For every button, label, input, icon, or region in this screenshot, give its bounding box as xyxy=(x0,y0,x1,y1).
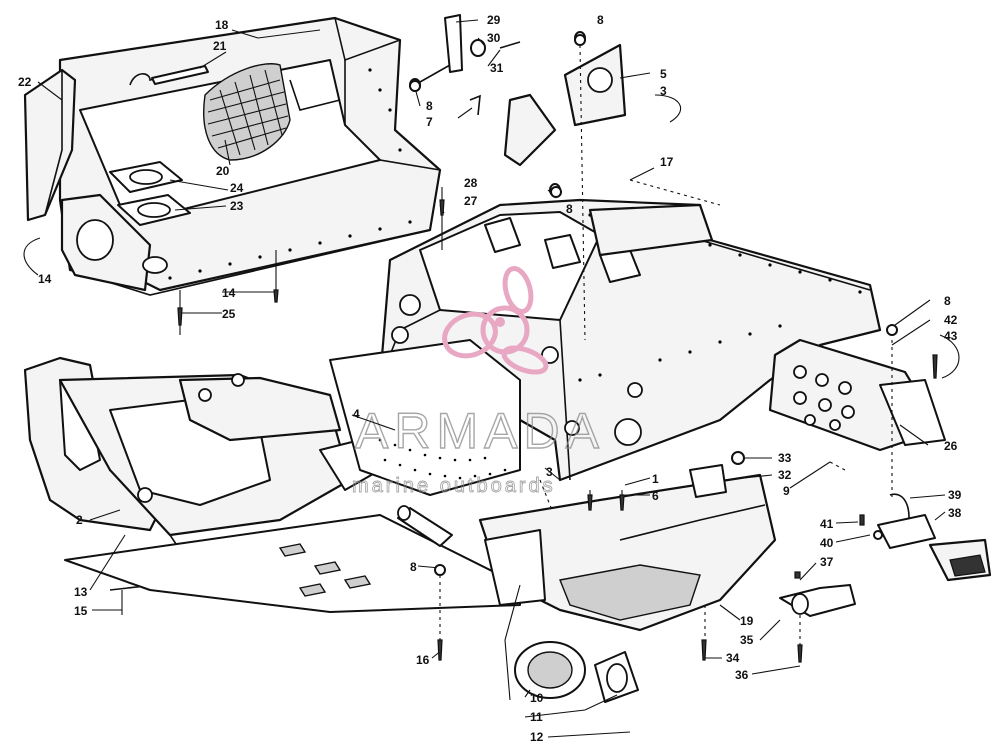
callout-4: 4 xyxy=(353,407,360,421)
callout-27: 27 xyxy=(464,194,478,208)
callout-37: 37 xyxy=(820,555,834,569)
callout-3-mid: 3 xyxy=(546,465,553,479)
callout-25: 25 xyxy=(222,307,236,321)
cross-tube xyxy=(397,505,453,547)
callout-12: 12 xyxy=(530,730,544,744)
callout-33: 33 xyxy=(778,451,792,465)
callout-34: 34 xyxy=(726,651,740,665)
callout-23: 23 xyxy=(230,199,244,213)
callout-13: 13 xyxy=(74,585,88,599)
callout-30: 30 xyxy=(487,31,501,45)
callout-19: 19 xyxy=(740,614,754,628)
callout-42: 42 xyxy=(944,313,958,327)
callout-9: 9 xyxy=(783,484,790,498)
callout-20: 20 xyxy=(216,164,230,178)
rear-heat-plate xyxy=(768,338,946,452)
belly-pan xyxy=(478,473,777,632)
callout-1: 1 xyxy=(652,472,659,486)
callout-11: 11 xyxy=(530,710,543,724)
fastener-icons xyxy=(177,34,938,663)
callout-8-lower: 8 xyxy=(410,560,417,574)
callout-6: 6 xyxy=(652,489,659,503)
gasket-plates xyxy=(109,161,191,226)
left-upright-bracket xyxy=(23,68,168,292)
grommet-assembly xyxy=(514,641,639,703)
propeller-logo-icon xyxy=(442,266,549,375)
callout-31: 31 xyxy=(490,61,504,75)
callout-10: 10 xyxy=(530,691,544,705)
callout-labels: 18 21 22 20 24 23 14 14 25 29 30 31 8 7 … xyxy=(18,13,962,744)
callout-17: 17 xyxy=(660,155,674,169)
skid-plate xyxy=(64,514,521,613)
callout-18: 18 xyxy=(215,18,229,32)
callout-8-top-center: 8 xyxy=(426,99,433,113)
foam-pad xyxy=(203,63,291,161)
callout-8-right: 8 xyxy=(944,294,951,308)
callout-22: 22 xyxy=(18,75,32,89)
armada-watermark: ARMADA marine outboards xyxy=(352,266,605,497)
callout-7: 7 xyxy=(426,115,433,129)
callout-38: 38 xyxy=(948,506,962,520)
watermark-brand: ARMADA xyxy=(355,403,605,459)
callout-39: 39 xyxy=(948,488,962,502)
callout-26: 26 xyxy=(944,439,958,453)
front-bulkhead xyxy=(23,356,381,591)
callout-8-mid: 8 xyxy=(566,202,573,216)
center-floor-panel xyxy=(329,339,521,496)
callout-32: 32 xyxy=(778,468,792,482)
callout-14-center: 14 xyxy=(222,286,236,300)
right-side-brackets xyxy=(779,493,992,617)
callout-5: 5 xyxy=(660,67,667,81)
callout-16: 16 xyxy=(416,653,430,667)
callout-14-left: 14 xyxy=(38,272,52,286)
callout-41: 41 xyxy=(820,517,834,531)
callout-3-top: 3 xyxy=(660,84,667,98)
callout-8-top-right: 8 xyxy=(597,13,604,27)
callout-21: 21 xyxy=(213,39,227,53)
callout-29: 29 xyxy=(487,13,501,27)
watermark-tagline: marine outboards xyxy=(352,475,556,497)
callout-24: 24 xyxy=(230,181,244,195)
callout-28: 28 xyxy=(464,176,478,190)
callout-40: 40 xyxy=(820,536,834,550)
callout-35: 35 xyxy=(740,633,754,647)
callout-15: 15 xyxy=(74,604,88,618)
callout-36: 36 xyxy=(735,668,749,682)
callout-2: 2 xyxy=(76,513,83,527)
upper-small-hardware xyxy=(409,14,627,197)
callout-43: 43 xyxy=(944,329,958,343)
